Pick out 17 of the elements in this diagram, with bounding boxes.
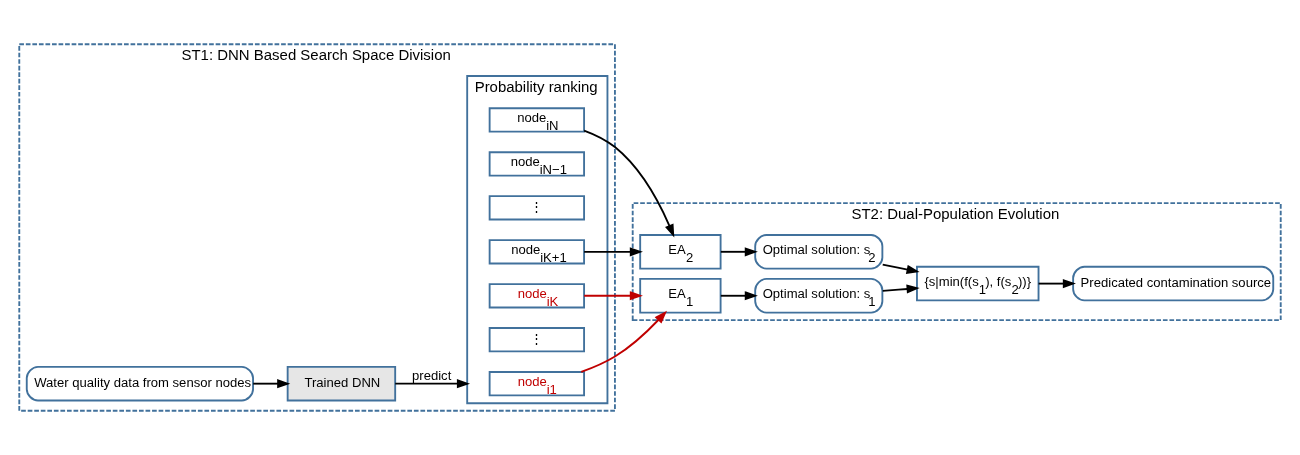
arrow	[881, 284, 920, 294]
node-box: ⋮	[488, 327, 585, 353]
node-box: ⋮	[488, 195, 585, 221]
node-box: Predicated contamination source	[1072, 265, 1275, 302]
arrow	[394, 379, 471, 389]
node-box: Water quality data from sensor nodes	[25, 365, 254, 402]
edge-label: predict	[412, 368, 452, 384]
arrow	[252, 379, 291, 389]
arrow	[719, 247, 758, 257]
arrow	[1037, 279, 1076, 289]
arrow	[583, 291, 643, 301]
arrow	[583, 247, 643, 257]
node-box: Trained DNN	[286, 365, 397, 402]
arrow	[583, 129, 675, 238]
arrow	[719, 291, 758, 301]
arrow	[881, 263, 920, 274]
arrow	[580, 310, 667, 373]
